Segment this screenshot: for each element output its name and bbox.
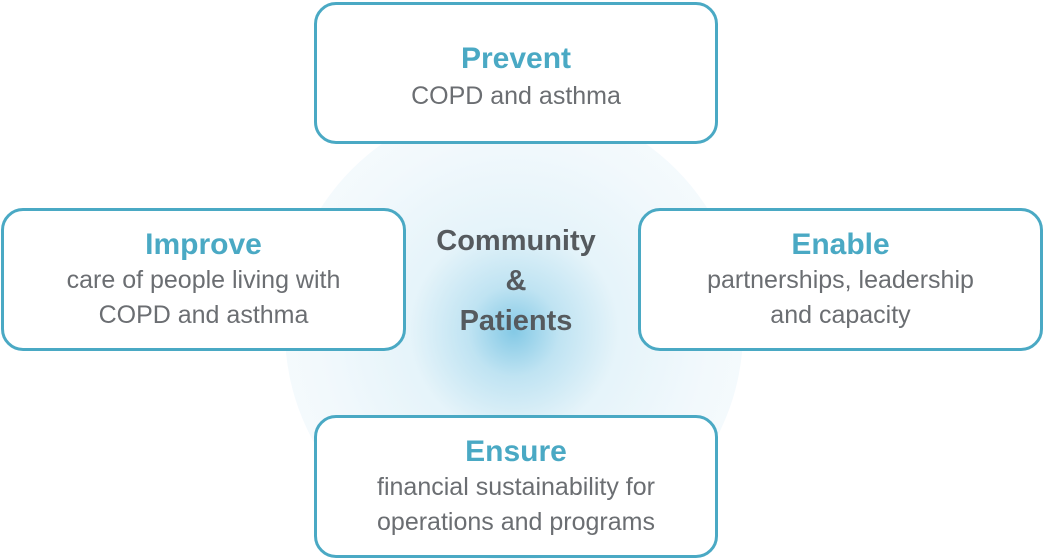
enable-description: partnerships, leadership and capacity [707,265,974,329]
improve-description: care of people living with COPD and asth… [66,265,341,329]
ensure-description: financial sustainability for operations … [377,472,655,536]
prevent-description: COPD and asthma [411,82,621,110]
prevent-box: Prevent COPD and asthma [314,2,718,144]
ensure-title: Ensure [465,434,567,468]
center-label: Community & Patients [414,221,618,341]
center-line-patients: Patients [459,305,573,337]
enable-title: Enable [791,227,890,261]
center-line-ampersand: & [505,265,527,297]
improve-box: Improve care of people living with COPD … [1,208,406,351]
center-line-community: Community [436,225,596,257]
enable-box: Enable partnerships, leadership and capa… [638,208,1043,351]
prevent-title: Prevent [460,42,572,75]
ensure-box: Ensure financial sustainability for oper… [314,415,718,558]
improve-title: Improve [145,227,262,261]
